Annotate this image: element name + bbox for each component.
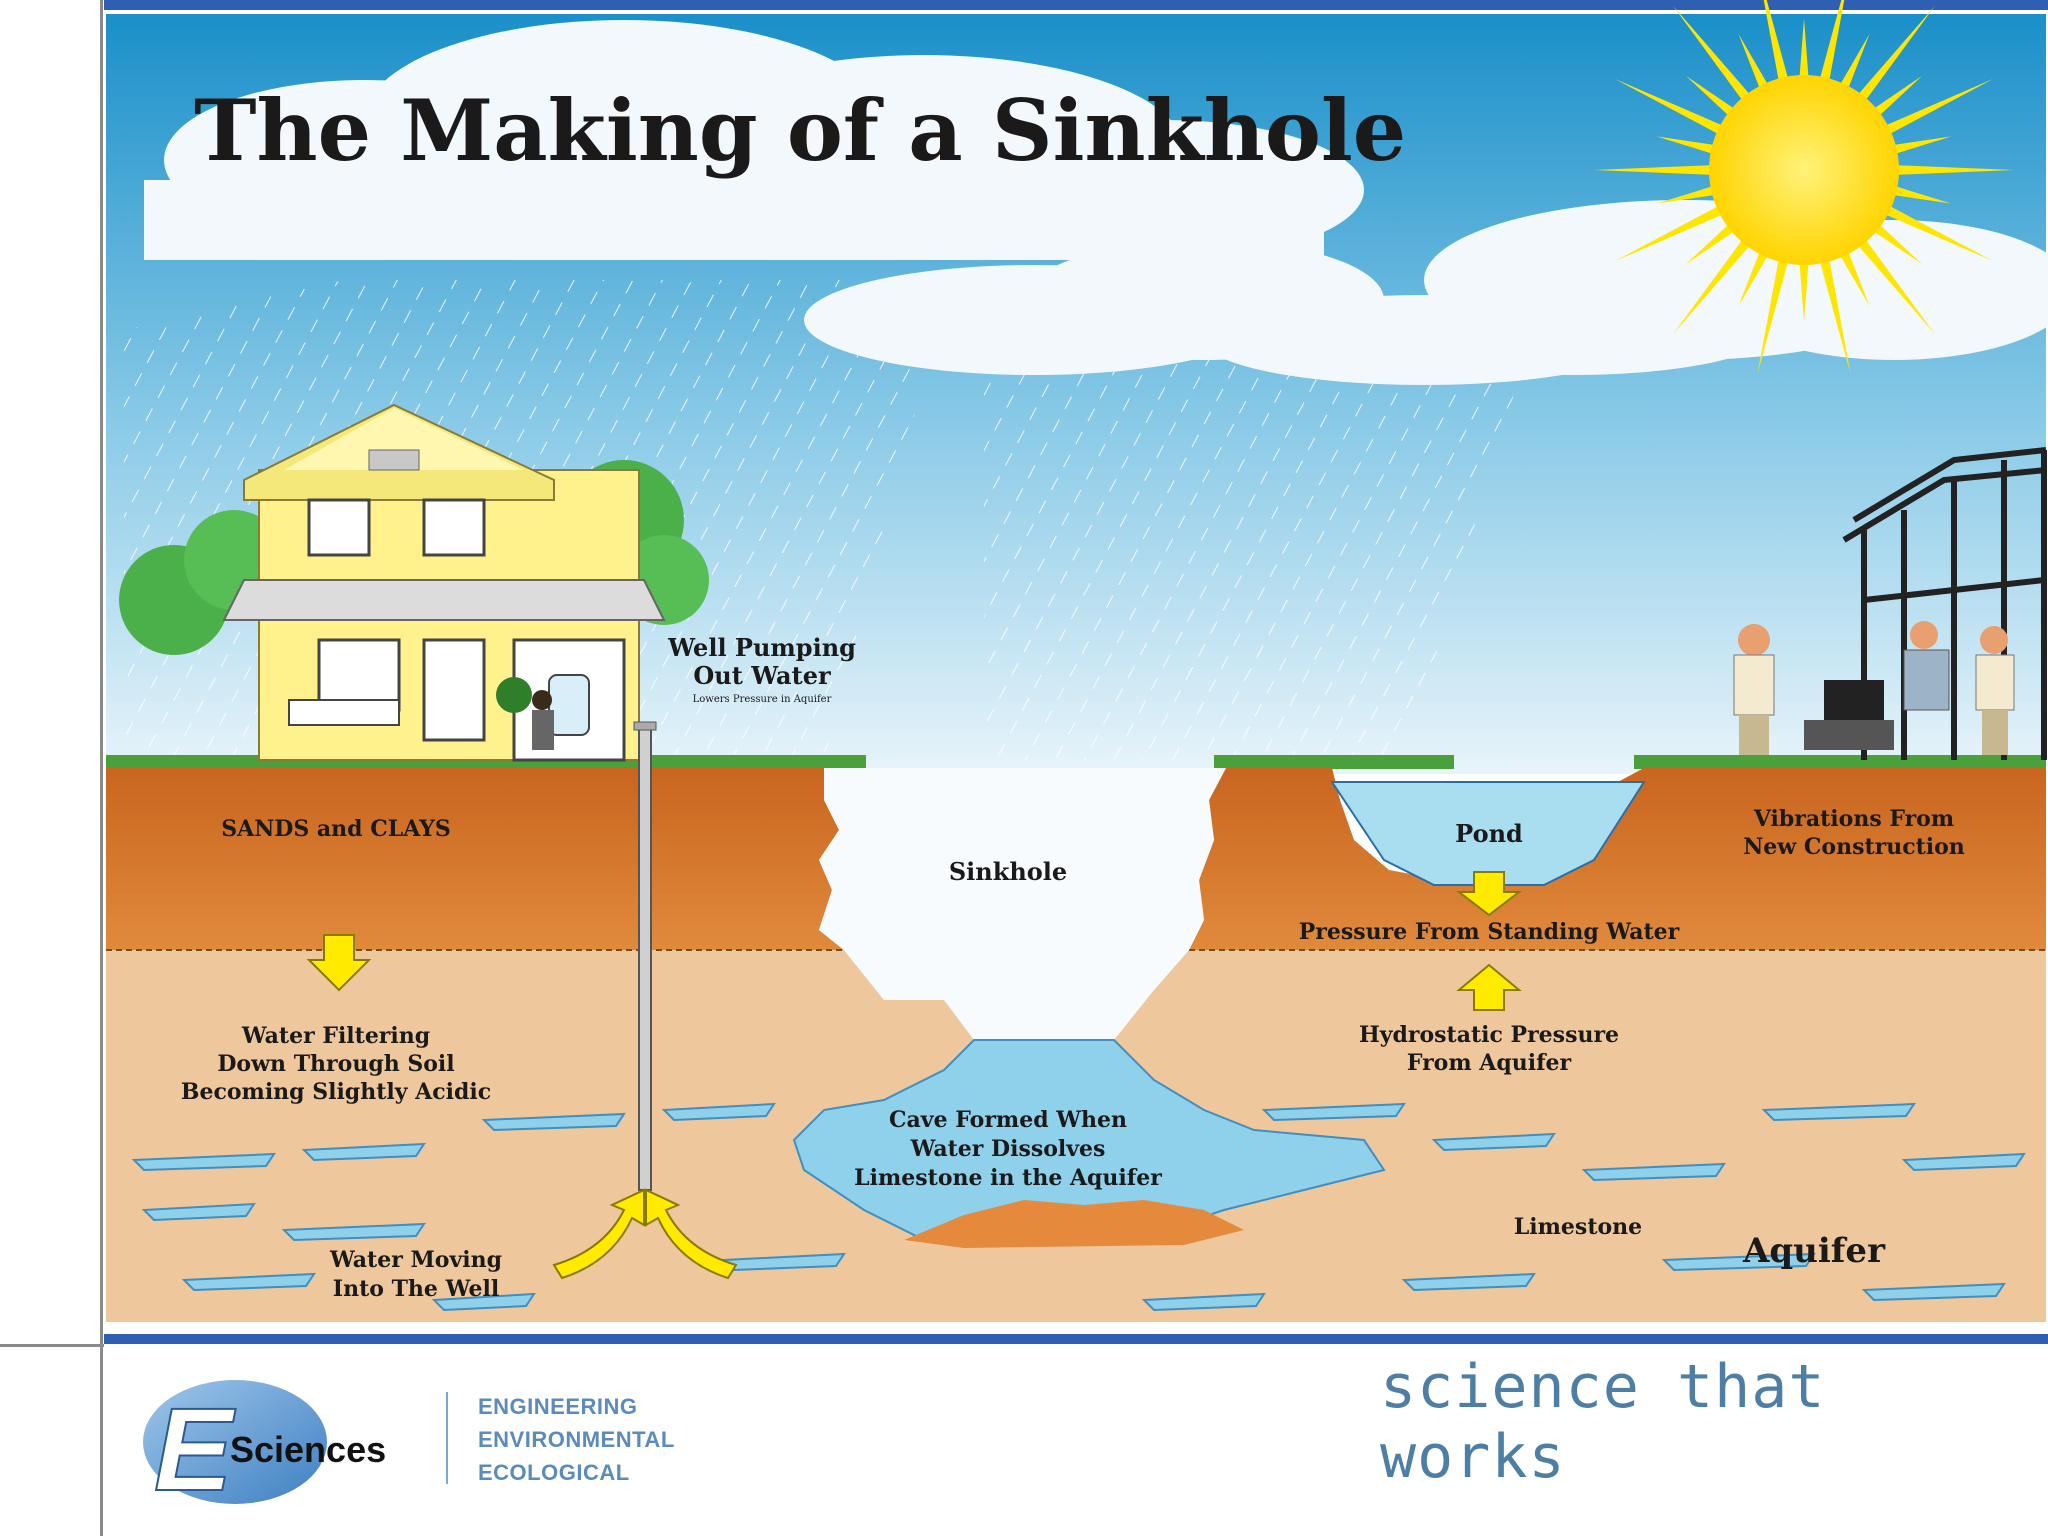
well-pipe xyxy=(639,728,651,1190)
logo-letter: E xyxy=(154,1384,236,1510)
well-cap xyxy=(634,722,656,730)
label-water-moving-1: Water Moving xyxy=(329,1247,502,1273)
grass-mid xyxy=(1214,755,1454,769)
label-water-moving-2: Into The Well xyxy=(333,1276,499,1302)
frame-bottom-bar xyxy=(104,1334,2048,1344)
label-limestone: Limestone xyxy=(1514,1214,1642,1240)
label-aquifer: Aquifer xyxy=(1742,1231,1886,1271)
logo-divider xyxy=(446,1392,448,1484)
label-filtering-3: Becoming Slightly Acidic xyxy=(181,1079,491,1105)
label-cave-2: Water Dissolves xyxy=(910,1136,1106,1162)
label-hydrostatic-1: Hydrostatic Pressure xyxy=(1359,1022,1619,1048)
discipline-ecological: ECOLOGICAL xyxy=(478,1460,630,1486)
label-vibrations-2: New Construction xyxy=(1743,834,1965,860)
tagline: science that works xyxy=(1380,1352,2048,1492)
label-vibrations-1: Vibrations From xyxy=(1753,806,1954,832)
grass-right xyxy=(1634,755,2046,769)
sun-disc xyxy=(1709,75,1899,265)
label-cave-3: Limestone in the Aquifer xyxy=(854,1165,1162,1191)
label-well-pumping-2: Out Water xyxy=(693,661,831,690)
label-filtering-1: Water Filtering xyxy=(241,1023,430,1049)
frame-top-bar xyxy=(104,0,2048,10)
label-well-sub: Lowers Pressure in Aquifer xyxy=(693,694,832,705)
soil-left xyxy=(106,768,844,950)
frame-footer-rule xyxy=(0,1344,104,1347)
diagram-title: The Making of a Sinkhole xyxy=(194,81,1406,180)
label-filtering-2: Down Through Soil xyxy=(217,1051,454,1077)
esciences-logo: E Sciences xyxy=(140,1370,460,1510)
label-pressure-standing: Pressure From Standing Water xyxy=(1299,919,1680,945)
frame-left-rule xyxy=(100,0,103,1536)
discipline-environmental: ENVIRONMENTAL xyxy=(478,1427,675,1453)
label-sands-clays: SANDS and CLAYS xyxy=(221,816,451,842)
sinkhole-diagram: The Making of a Sinkhole xyxy=(104,0,2048,1346)
discipline-engineering: ENGINEERING xyxy=(478,1394,638,1420)
label-hydrostatic-2: From Aquifer xyxy=(1407,1050,1572,1076)
label-sinkhole: Sinkhole xyxy=(949,857,1067,886)
label-cave-1: Cave Formed When xyxy=(889,1107,1127,1133)
logo-word: Sciences xyxy=(230,1429,386,1470)
label-well-pumping-1: Well Pumping xyxy=(667,633,856,662)
label-pond: Pond xyxy=(1455,819,1523,848)
